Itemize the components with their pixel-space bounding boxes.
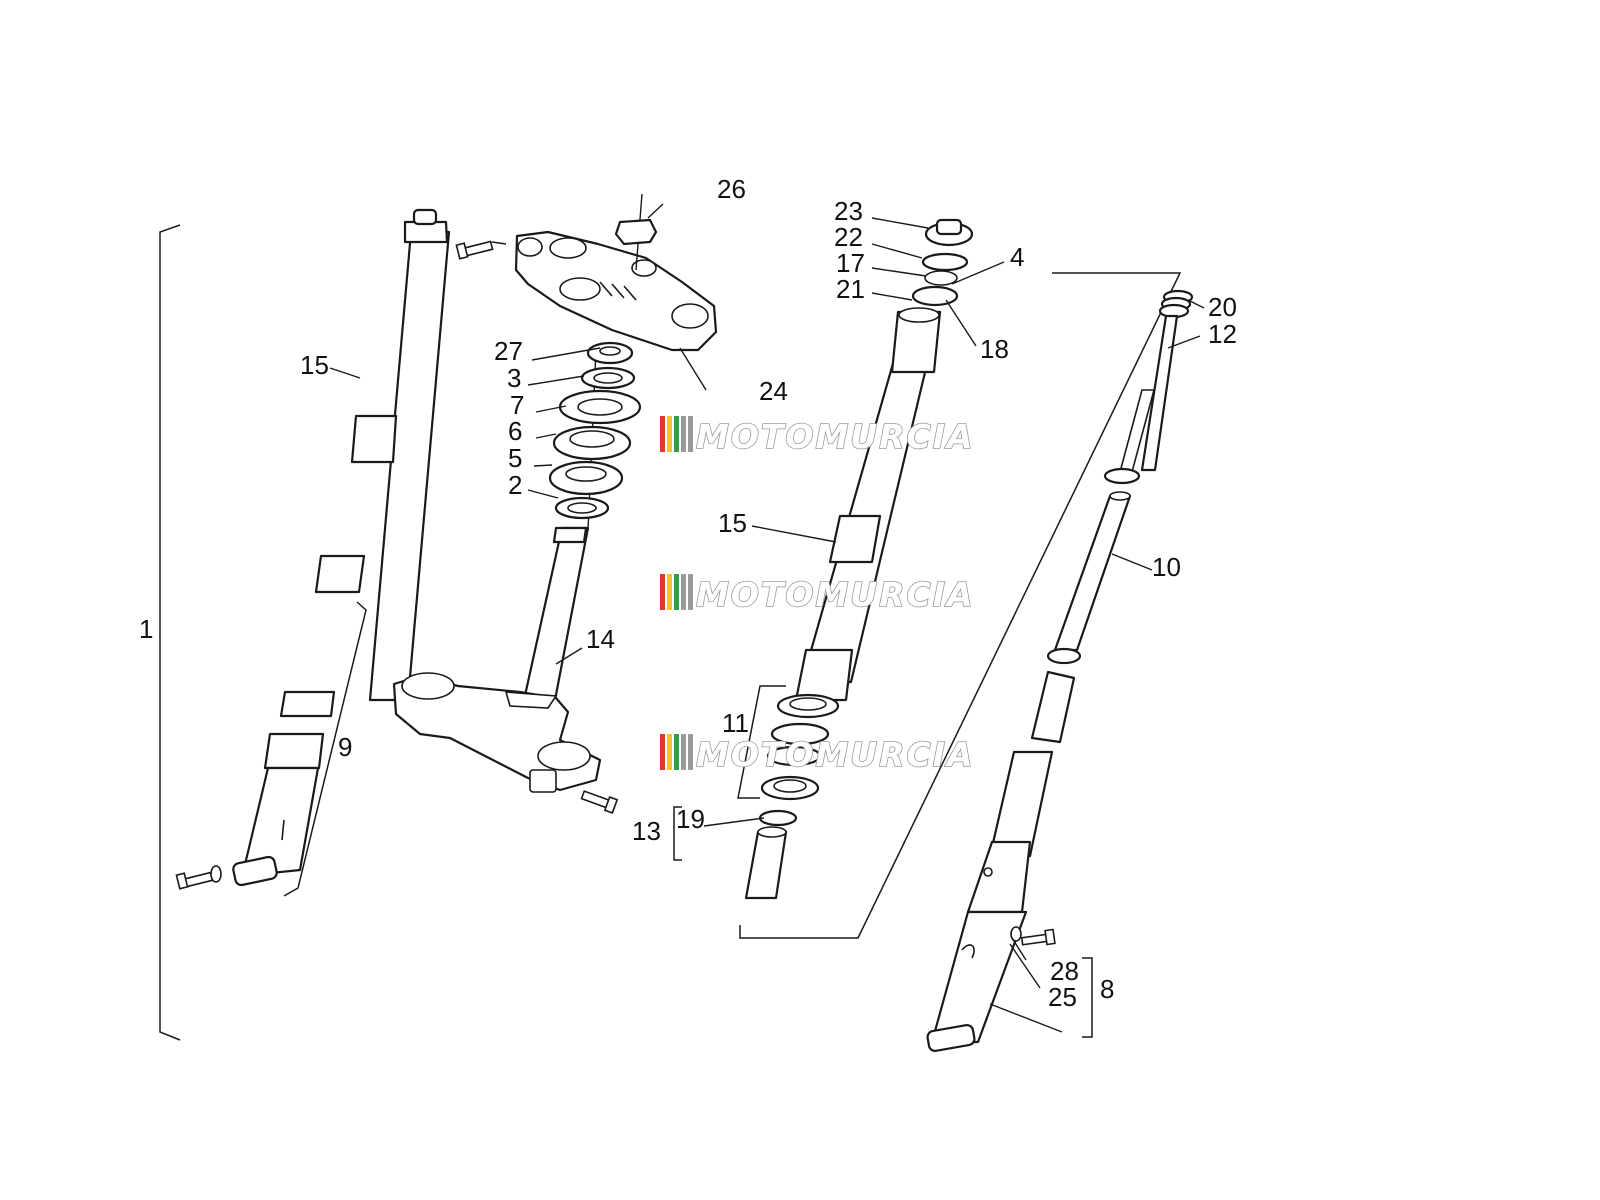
callout-6: 6 bbox=[508, 416, 522, 446]
bracket-assembly-9 bbox=[283, 601, 367, 897]
callout-5: 5 bbox=[508, 443, 522, 473]
watermark-stripe bbox=[674, 734, 679, 770]
bracket-assembly-11-right bbox=[739, 272, 1182, 939]
watermark-stripe bbox=[688, 734, 693, 770]
callout-9: 9 bbox=[338, 732, 352, 762]
watermark-bottom: MOTOMURCIA bbox=[660, 734, 975, 775]
callout-19: 19 bbox=[676, 804, 705, 834]
left-fork-leg bbox=[232, 208, 451, 887]
bracket-assembly-8 bbox=[1082, 957, 1093, 1038]
watermark-stripe bbox=[681, 574, 686, 610]
watermark-stripe bbox=[688, 416, 693, 452]
watermark-middle: MOTOMURCIA bbox=[660, 574, 975, 615]
right-fork-tube bbox=[794, 307, 942, 702]
callout-11: 11 bbox=[722, 708, 749, 738]
callout-21: 21 bbox=[836, 274, 865, 304]
callout-28: 28 bbox=[1050, 956, 1079, 986]
callout-26: 26 bbox=[717, 174, 746, 204]
bracket-assembly-13 bbox=[673, 806, 682, 861]
seal-set bbox=[744, 693, 840, 900]
watermark-stripe bbox=[660, 574, 665, 610]
watermark-stripe bbox=[660, 416, 665, 452]
watermark-stripe bbox=[674, 416, 679, 452]
callout-15-right: 15 bbox=[718, 508, 747, 538]
steering-stem-bottom-yoke bbox=[392, 526, 602, 793]
callout-13: 13 bbox=[632, 816, 661, 846]
stem-nut bbox=[614, 193, 658, 271]
watermark-stripe bbox=[660, 734, 665, 770]
callout-22: 22 bbox=[834, 222, 863, 252]
bottom-yoke-pinch-bolt bbox=[580, 790, 619, 814]
right-fork-slider bbox=[926, 670, 1076, 1052]
top-yoke-pinch-bolt bbox=[455, 240, 494, 260]
callout-2: 2 bbox=[508, 470, 522, 500]
callout-10: 10 bbox=[1152, 552, 1181, 582]
callout-3: 3 bbox=[507, 363, 521, 393]
callout-18: 18 bbox=[980, 334, 1009, 364]
bearing-stack bbox=[548, 341, 642, 531]
callout-20: 20 bbox=[1208, 292, 1237, 322]
watermark-stripe bbox=[688, 574, 693, 610]
callout-27: 27 bbox=[494, 336, 523, 366]
callout-15-left: 15 bbox=[300, 350, 329, 380]
watermark-stripe bbox=[667, 574, 672, 610]
callout-1: 1 bbox=[139, 614, 153, 644]
callout-25: 25 bbox=[1048, 982, 1077, 1012]
leader-lines bbox=[329, 203, 1205, 1033]
right-fork-internals bbox=[1046, 289, 1194, 665]
watermark-stripe bbox=[667, 416, 672, 452]
callout-8: 8 bbox=[1100, 974, 1114, 1004]
bracket-assembly-1 bbox=[159, 224, 181, 1041]
watermark-text: MOTOMURCIA bbox=[696, 417, 975, 456]
watermark-stripe bbox=[681, 416, 686, 452]
callout-7: 7 bbox=[510, 390, 524, 420]
callout-23: 23 bbox=[834, 196, 863, 226]
right-fork-cap-stack bbox=[911, 218, 974, 307]
callout-4: 4 bbox=[1010, 242, 1024, 272]
bracket-assembly-11-left bbox=[737, 685, 786, 799]
callout-14: 14 bbox=[586, 624, 615, 654]
top-yoke bbox=[514, 230, 718, 352]
watermark-text: MOTOMURCIA bbox=[696, 575, 975, 614]
watermark-text: MOTOMURCIA bbox=[696, 735, 975, 774]
right-drain-bolt bbox=[1010, 926, 1056, 946]
watermark-stripe bbox=[667, 734, 672, 770]
left-axle-bolt bbox=[175, 865, 222, 890]
callout-17: 17 bbox=[836, 248, 865, 278]
callout-12: 12 bbox=[1208, 319, 1237, 349]
callout-24: 24 bbox=[759, 376, 788, 406]
watermark-top: MOTOMURCIA bbox=[660, 416, 975, 457]
watermark-stripe bbox=[674, 574, 679, 610]
watermark-stripe bbox=[681, 734, 686, 770]
